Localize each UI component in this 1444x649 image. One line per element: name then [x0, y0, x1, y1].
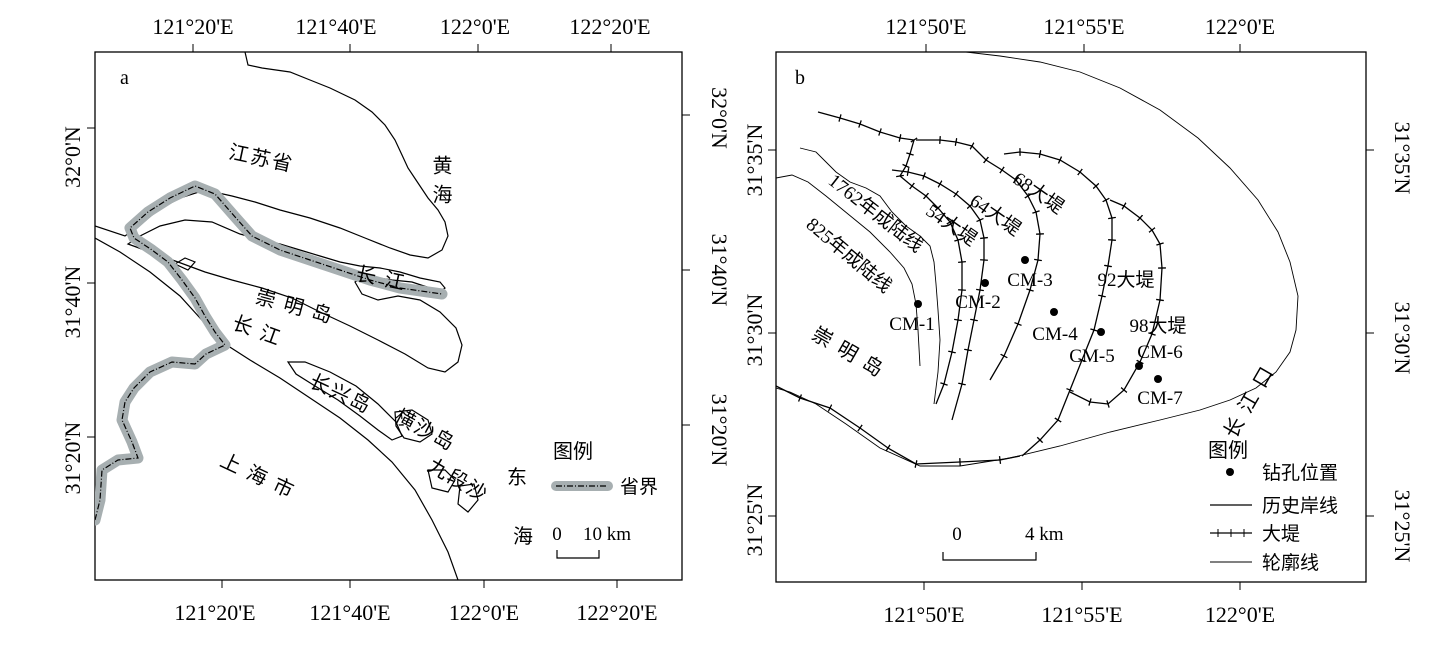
- label-68: 68大堤: [1009, 168, 1068, 219]
- panel-a-bottom-lon-1: 121°40'E: [309, 600, 390, 625]
- panel-a-scale-zero: 0: [552, 524, 562, 545]
- panel-b-scale-four: 4 km: [1025, 524, 1064, 545]
- panel-a: 121°20'E 121°40'E 122°0'E 122°20'E 121°2…: [60, 14, 732, 625]
- panel-b-bottom-lon-ticks: 121°50'E 121°55'E 122°0'E: [883, 582, 1275, 627]
- panel-a-top-lon-ticks: 121°20'E 121°40'E 122°0'E 122°20'E: [152, 14, 651, 52]
- label-donghai-hai: 海: [513, 525, 535, 548]
- panel-b-scale: 0 4 km: [942, 524, 1064, 561]
- borehole-cm7-label: CM-7: [1137, 388, 1182, 409]
- changxing-outline: [286, 361, 403, 441]
- panel-b-bottom-lon-2: 122°0'E: [1205, 602, 1275, 627]
- panel-b-legend-borehole-label: 钻孔位置: [1262, 462, 1338, 484]
- panel-b-left-lat-2: 31°25'N: [742, 484, 767, 557]
- label-98: 98大堤: [1129, 315, 1186, 337]
- small-island-outline: [173, 257, 197, 271]
- jiuduansha-outline-1: [427, 469, 456, 493]
- label-huanghai: 黄 海: [429, 155, 452, 206]
- panel-a-letter: a: [120, 67, 129, 89]
- borehole-cm6-label: CM-6: [1137, 342, 1182, 363]
- panel-a-right-lat-ticks: 32°0'N 31°40'N 31°20'N: [682, 87, 732, 466]
- dike-98: [1069, 199, 1166, 408]
- panel-a-bottom-lon-ticks: 121°20'E 121°40'E 122°0'E 122°20'E: [174, 580, 658, 625]
- borehole-cm3-label: CM-3: [1007, 270, 1052, 291]
- label-jiangsu: 江苏省: [227, 141, 296, 177]
- hengsha-outline: [394, 409, 433, 443]
- jiuduansha-outline-2: [457, 483, 479, 513]
- panel-a-top-lon-1: 121°40'E: [295, 14, 376, 39]
- panel-a-top-lon-3: 122°20'E: [569, 14, 650, 39]
- panel-a-right-lat-1: 31°40'N: [707, 234, 732, 307]
- label-chongming-b: 崇 明 岛: [808, 322, 889, 382]
- panel-b-scale-zero: 0: [952, 524, 962, 545]
- panel-b-legend-historic-label: 历史岸线: [1262, 495, 1338, 517]
- label-donghai-dong: 东: [507, 466, 529, 489]
- panel-b-top-lon-2: 122°0'E: [1205, 14, 1275, 39]
- panel-a-left-lat-0: 32°0'N: [60, 126, 85, 188]
- label-river-mouth: 长 江 口: [1219, 361, 1279, 442]
- panel-a-legend: 图例 省界: [551, 440, 658, 498]
- shanghai-coastline: [95, 237, 459, 580]
- label-92: 92大堤: [1097, 269, 1154, 291]
- panel-b-left-lat-1: 31°30'N: [742, 294, 767, 367]
- panel-a-bottom-lon-2: 122°0'E: [449, 600, 519, 625]
- panel-b-right-lat-0: 31°35'N: [1390, 122, 1415, 195]
- panel-b-left-lat-ticks: 31°35'N 31°30'N 31°25'N: [742, 124, 776, 557]
- panel-b-map: [776, 52, 1299, 468]
- panel-a-bottom-lon-0: 121°20'E: [174, 600, 255, 625]
- borehole-cm2: [981, 279, 989, 287]
- borehole-cm6: [1135, 362, 1143, 370]
- label-changjiang-north: 长 江: [354, 262, 409, 295]
- panel-a-map: [95, 52, 479, 580]
- borehole-cm5-label: CM-5: [1069, 346, 1114, 367]
- label-changxing: 长兴岛: [306, 370, 376, 419]
- boreholes: CM-1 CM-2 CM-3 CM-4 CM-5 CM-6 CM-7: [889, 256, 1183, 409]
- panel-b-scale-bar: [942, 552, 1037, 561]
- panel-a-top-lon-2: 122°0'E: [440, 14, 510, 39]
- panel-a-left-lat-ticks: 32°0'N 31°40'N 31°20'N: [60, 126, 95, 494]
- panel-b-legend: 图例 钻孔位置 历史岸线 大堤 轮廓线: [1208, 439, 1338, 574]
- borehole-cm5: [1097, 328, 1105, 336]
- panel-b-top-lon-0: 121°50'E: [885, 14, 966, 39]
- panel-b-right-lat-1: 31°30'N: [1390, 302, 1415, 375]
- panel-a-legend-boundary-label: 省界: [620, 476, 658, 498]
- panel-b-legend-dike-label: 大堤: [1262, 523, 1300, 545]
- panel-b-left-lat-0: 31°35'N: [742, 124, 767, 197]
- label-shanghai: 上 海 市: [217, 449, 299, 504]
- panel-b-bottom-lon-1: 121°55'E: [1041, 602, 1122, 627]
- panel-b-legend-title: 图例: [1208, 439, 1248, 462]
- borehole-cm1-label: CM-1: [889, 314, 934, 335]
- panel-b-right-lat-2: 31°25'N: [1390, 490, 1415, 563]
- panel-a-top-lon-0: 121°20'E: [152, 14, 233, 39]
- borehole-cm1: [914, 300, 922, 308]
- panel-b-right-lat-ticks: 31°35'N 31°30'N 31°25'N: [1366, 122, 1415, 563]
- panel-a-scale-ten: 10 km: [583, 524, 631, 545]
- panel-b-bottom-lon-0: 121°50'E: [883, 602, 964, 627]
- panel-a-right-lat-0: 32°0'N: [707, 87, 732, 149]
- panel-a-scale: 0 10 km: [552, 524, 631, 559]
- panel-b-top-lon-1: 121°55'E: [1043, 14, 1124, 39]
- label-hengsha: 横沙岛: [391, 405, 460, 456]
- panel-a-left-lat-1: 31°40'N: [60, 266, 85, 339]
- panel-a-frame: [94, 51, 683, 581]
- dike-outer: [776, 385, 1021, 468]
- panel-b-top-lon-ticks: 121°50'E 121°55'E 122°0'E: [885, 14, 1275, 52]
- panel-b-letter: b: [795, 67, 805, 89]
- borehole-cm4: [1050, 308, 1058, 316]
- province-boundary: [95, 185, 443, 521]
- panel-a-left-lat-2: 31°20'N: [60, 422, 85, 495]
- panel-a-right-lat-2: 31°20'N: [707, 394, 732, 467]
- panel-b-legend-borehole-symbol: [1226, 468, 1234, 476]
- borehole-cm4-label: CM-4: [1032, 324, 1078, 345]
- panel-b-frame: [775, 51, 1367, 583]
- panel-b-legend-outline-label: 轮廓线: [1262, 552, 1319, 574]
- panel-a-bottom-lon-3: 122°20'E: [576, 600, 657, 625]
- borehole-cm7: [1154, 375, 1162, 383]
- borehole-cm3: [1021, 256, 1029, 264]
- panel-b: 121°50'E 121°55'E 122°0'E 121°50'E 121°5…: [742, 14, 1415, 627]
- panel-a-scale-bar: [556, 550, 600, 559]
- label-changjiang-south: 长 江: [229, 311, 285, 350]
- borehole-cm2-label: CM-2: [955, 292, 1000, 313]
- panel-a-legend-title: 图例: [553, 440, 593, 463]
